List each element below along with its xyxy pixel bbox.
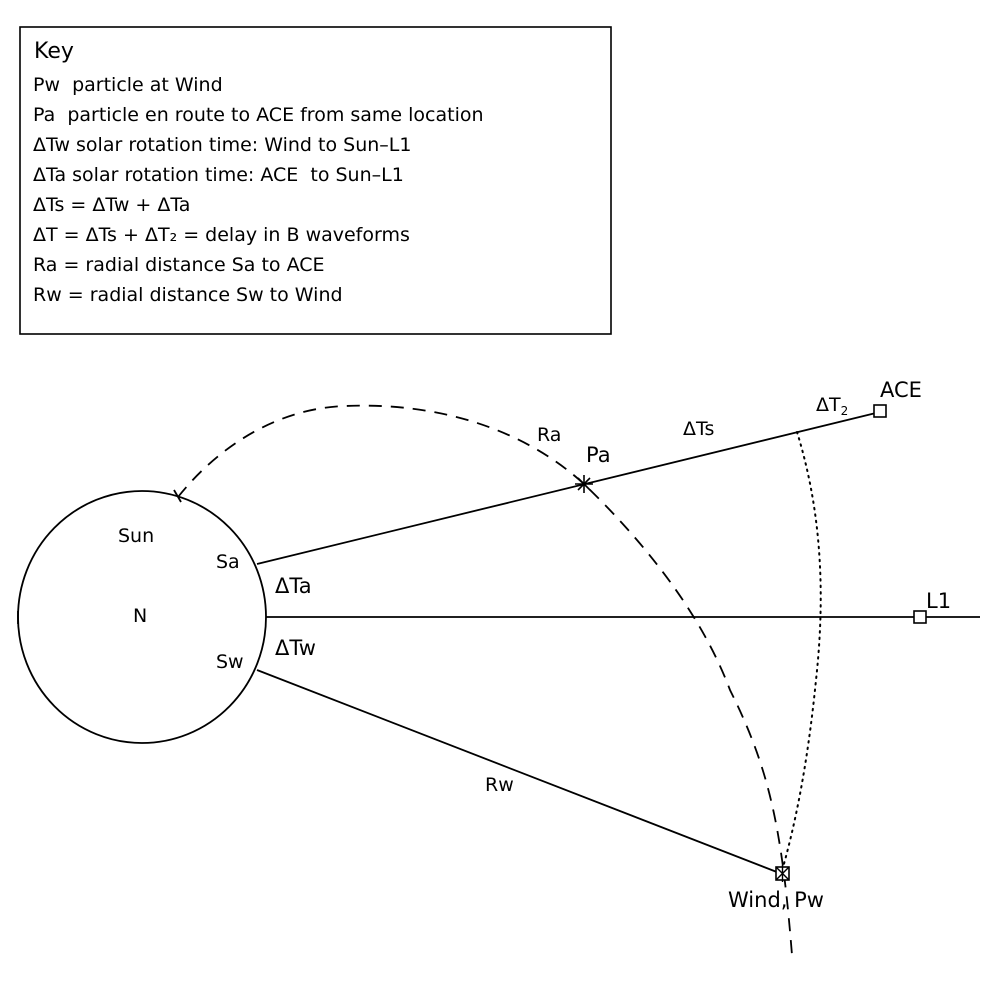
ace-label: ACE <box>880 378 922 402</box>
key-frame <box>19 26 612 335</box>
key-line-dt: ΔT = ΔTs + ΔT₂ = delay in B waveforms <box>33 224 410 246</box>
delta-ta-label: ΔTa <box>275 574 312 598</box>
key-line-dts: ΔTs = ΔTw + ΔTa <box>33 194 190 216</box>
delta-t2-main: ΔT <box>816 394 841 416</box>
ace-marker <box>873 404 887 418</box>
pa-marker <box>575 475 593 493</box>
delta-t2-label: ΔT2 <box>816 394 848 418</box>
l1-marker <box>913 610 927 624</box>
rw-label: Rw <box>485 774 514 796</box>
delta-t2-sub: 2 <box>841 404 849 418</box>
l1-label: L1 <box>926 589 951 613</box>
ray-sa-to-ace <box>256 411 881 565</box>
key-box: Key Pw particle at Wind Pa particle en r… <box>19 26 612 335</box>
key-line-dta: ΔTa solar rotation time: ACE to Sun–L1 <box>33 164 404 186</box>
dashed-field-line-tick <box>173 489 182 503</box>
key-line-pw: Pw particle at Wind <box>33 74 223 96</box>
key-line-ra: Ra = radial distance Sa to ACE <box>33 254 325 276</box>
delta-tw-label: ΔTw <box>275 636 316 660</box>
north-label: N <box>133 605 147 627</box>
sa-label: Sa <box>216 551 240 573</box>
wind-marker <box>775 865 790 882</box>
ray-sw-to-wind <box>256 669 783 875</box>
sun-label: Sun <box>118 525 154 547</box>
delta-ts-label: ΔTs <box>683 418 714 440</box>
dashed-field-line <box>177 404 793 956</box>
sw-label: Sw <box>216 651 244 673</box>
pa-label: Pa <box>586 443 611 467</box>
key-line-dtw: ΔTw solar rotation time: Wind to Sun–L1 <box>33 134 411 156</box>
key-title: Key <box>34 39 74 64</box>
key-line-rw: Rw = radial distance Sw to Wind <box>33 284 343 306</box>
ra-label: Ra <box>537 424 561 446</box>
wind-pw-label: Wind, Pw <box>728 888 824 912</box>
key-line-pa: Pa particle en route to ACE from same lo… <box>33 104 484 126</box>
dotted-field-line <box>779 431 822 879</box>
